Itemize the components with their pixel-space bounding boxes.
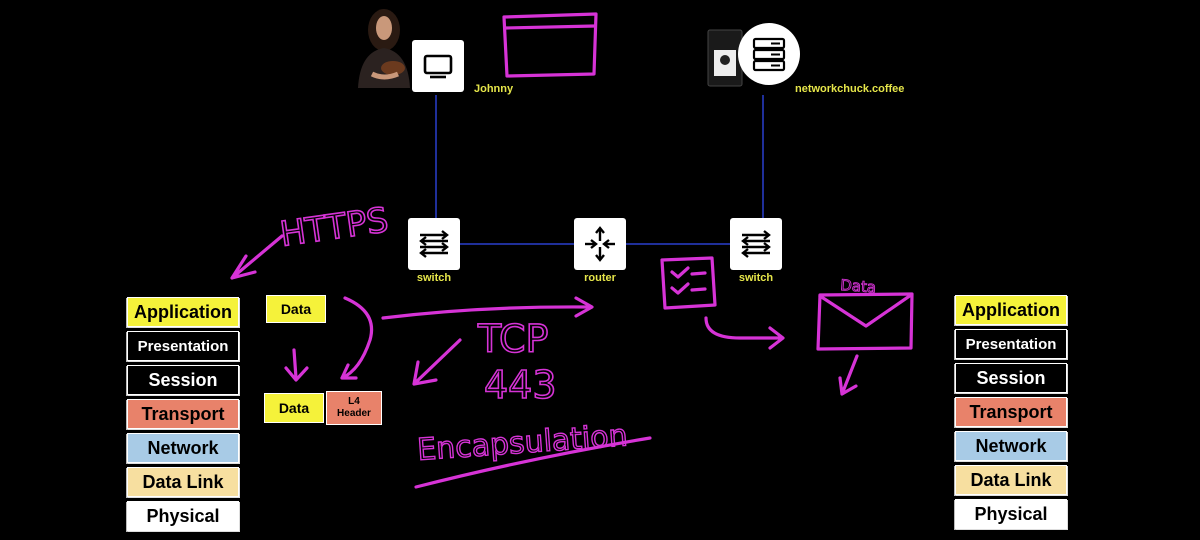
osi-layer-presentation[interactable]: Presentation	[955, 329, 1067, 359]
switch-left-device[interactable]: switch	[408, 218, 460, 284]
osi-layer-physical[interactable]: Physical	[955, 499, 1067, 529]
arrow-tcp-icon	[412, 338, 462, 386]
osi-layer-session[interactable]: Session	[127, 365, 239, 395]
server-label: networkchuck.coffee	[795, 83, 904, 95]
router-label: router	[584, 272, 617, 284]
johnny-label: Johnny	[474, 83, 514, 95]
osi-layer-data-link[interactable]: Data Link	[127, 467, 239, 497]
sketched-window-icon	[502, 12, 598, 78]
server-icon	[752, 37, 786, 72]
switch-right-device[interactable]: switch	[730, 218, 782, 284]
document-icon	[660, 256, 785, 350]
pdu-data-top[interactable]: Data	[266, 295, 326, 323]
tcp-annotation: TCP	[477, 317, 548, 361]
curved-arrow-icon	[340, 296, 374, 380]
envelope-data-label: Data	[840, 276, 877, 296]
person-avatar	[358, 9, 410, 88]
pdu-l4-header[interactable]: L4 Header	[326, 391, 382, 425]
coffee-bag-icon	[707, 29, 743, 87]
osi-layer-data-link[interactable]: Data Link	[955, 465, 1067, 495]
https-annotation: HTTPS	[278, 200, 391, 255]
osi-layer-application[interactable]: Application	[955, 295, 1067, 325]
router-device[interactable]: router	[574, 218, 626, 284]
osi-layer-presentation[interactable]: Presentation	[127, 331, 239, 361]
encapsulation-underline	[414, 436, 652, 489]
arrow-https-icon	[230, 234, 284, 280]
osi-layer-application[interactable]: Application	[127, 297, 239, 327]
envelope-icon: Data	[816, 276, 914, 396]
router-icon	[585, 226, 615, 262]
network-links	[435, 95, 764, 245]
arrow-data-down-icon	[284, 348, 309, 382]
osi-layer-network[interactable]: Network	[127, 433, 239, 463]
switch-icon	[419, 230, 449, 258]
switch-left-label: switch	[417, 272, 452, 284]
osi-layer-network[interactable]: Network	[955, 431, 1067, 461]
pdu-data-bottom[interactable]: Data	[264, 393, 324, 423]
osi-layer-transport[interactable]: Transport	[955, 397, 1067, 427]
osi-layer-transport[interactable]: Transport	[127, 399, 239, 429]
server-device[interactable]: networkchuck.coffee	[707, 23, 904, 95]
switch-right-label: switch	[739, 272, 774, 284]
monitor-icon	[423, 54, 453, 79]
arrow-to-router-icon	[381, 296, 594, 320]
osi-layer-physical[interactable]: Physical	[127, 501, 239, 531]
switch-icon	[741, 230, 771, 258]
port-annotation: 443	[484, 363, 557, 407]
johnny-device[interactable]: Johnny	[358, 9, 514, 95]
osi-layer-session[interactable]: Session	[955, 363, 1067, 393]
